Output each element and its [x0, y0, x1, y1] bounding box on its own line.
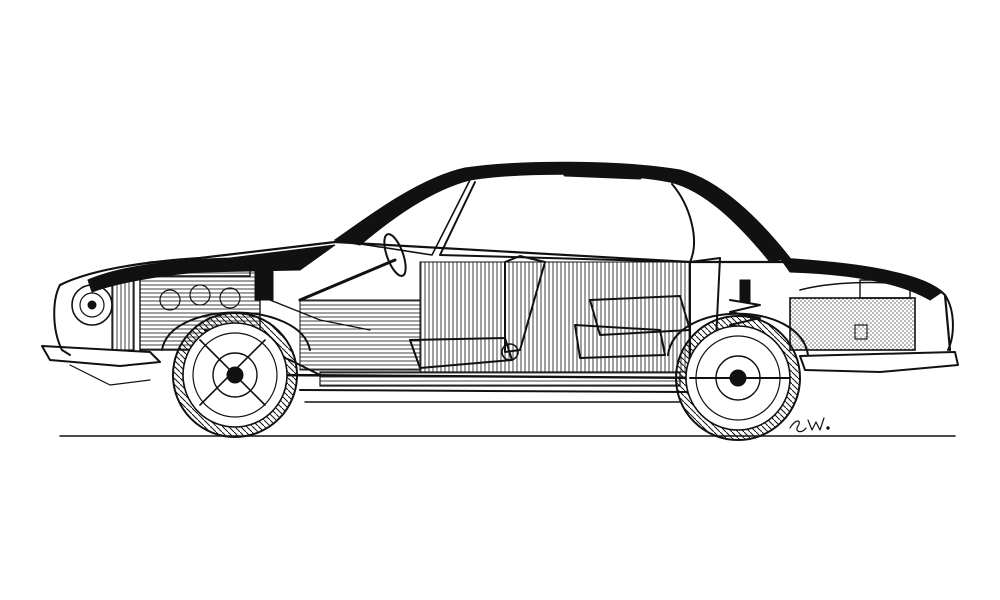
front-seat — [409, 255, 546, 369]
rear-bumper — [799, 351, 959, 373]
exhaust-pipe — [319, 371, 681, 387]
steering-wheel — [298, 233, 407, 302]
front-wheel-arch — [161, 311, 311, 351]
front-bumper — [41, 345, 161, 386]
rear-wheel-arch — [667, 312, 809, 356]
interior-panel-hatching — [299, 299, 421, 371]
cabin-floor-hatching — [419, 261, 691, 373]
rear-wheel — [675, 315, 801, 441]
radiator-grille — [111, 279, 135, 351]
front-wheel — [172, 312, 298, 438]
artist-signature — [789, 417, 830, 433]
trunk — [789, 279, 916, 351]
